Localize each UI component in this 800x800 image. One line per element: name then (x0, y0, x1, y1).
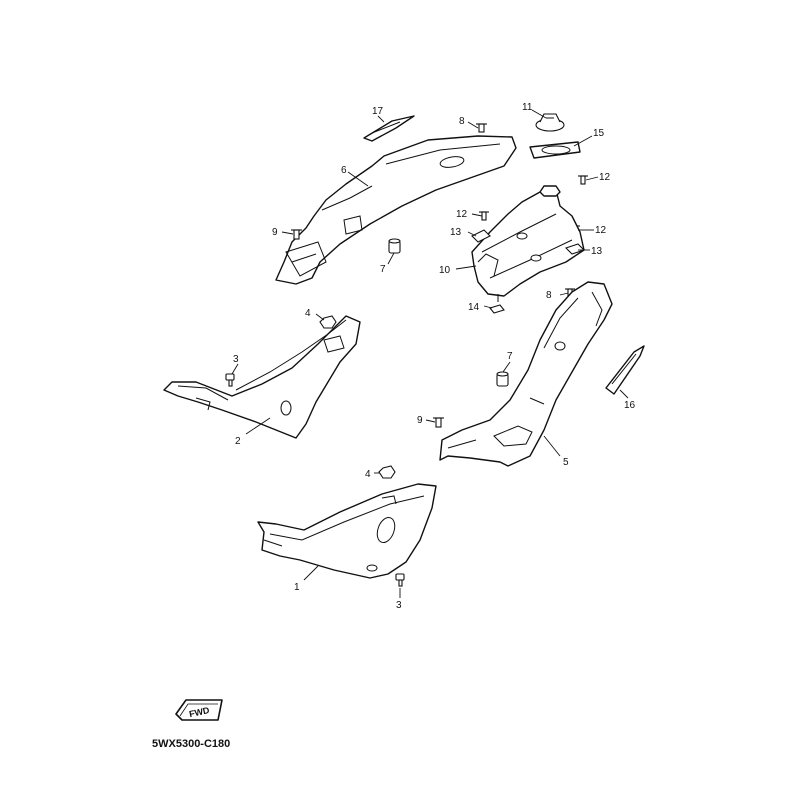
callout-13-a: 13 (450, 227, 462, 238)
part-5-rear-cowling-right (439, 281, 613, 467)
part-2-side-cover (163, 315, 361, 439)
callout-8-upper: 8 (459, 116, 465, 127)
callout-16: 16 (624, 400, 636, 411)
diagram-code: 5WX5300-C180 (152, 738, 231, 750)
callout-5: 5 (563, 457, 569, 468)
callout-4-upper: 4 (305, 308, 311, 319)
callout-12-a: 12 (599, 172, 611, 183)
part-12-screw-a (578, 175, 588, 185)
part-15-gasket (529, 141, 581, 159)
callout-4-lower: 4 (365, 469, 371, 480)
part-16-emblem (605, 345, 645, 395)
callout-3-lower: 3 (396, 600, 402, 611)
callout-8-lower: 8 (546, 290, 552, 301)
part-6-rear-cowling-left (275, 135, 517, 285)
part-11-cap (535, 113, 565, 132)
part-9-bolt-lower (433, 417, 444, 428)
part-10-fuel-tank (471, 185, 585, 302)
callout-1: 1 (294, 582, 300, 593)
callout-14: 14 (468, 302, 480, 313)
callout-7-upper: 7 (380, 264, 386, 275)
part-9-bolt-upper (291, 229, 302, 240)
leader-lines (231, 109, 629, 598)
part-4-nut-upper (319, 315, 337, 329)
fwd-label: FWD (188, 705, 211, 719)
part-17-emblem (363, 115, 415, 142)
callout-17: 17 (372, 106, 384, 117)
part-3-screw-lower (395, 573, 405, 587)
part-7-collar-lower (496, 371, 509, 387)
callout-9-upper: 9 (272, 227, 278, 238)
part-13-grommet-a (471, 229, 491, 243)
callout-10: 10 (439, 265, 451, 276)
callout-2: 2 (235, 436, 241, 447)
callout-9-lower: 9 (417, 415, 423, 426)
callout-7-lower: 7 (507, 351, 513, 362)
callout-3-upper: 3 (233, 354, 239, 365)
part-8-screw-upper (476, 123, 487, 133)
callout-6: 6 (341, 165, 347, 176)
callout-labels: 17 8 11 15 6 12 12 9 13 12 13 7 10 8 14 … (233, 102, 636, 611)
callout-12-c: 12 (595, 225, 607, 236)
callout-13-b: 13 (591, 246, 603, 257)
callout-12-b: 12 (456, 209, 468, 220)
fwd-arrow-badge: FWD (175, 699, 223, 721)
part-3-screw-upper (225, 373, 235, 387)
callout-15: 15 (593, 128, 605, 139)
part-14-clip (489, 304, 505, 314)
callout-11: 11 (522, 102, 533, 113)
part-1-lower-panel (257, 483, 437, 579)
part-4-nut-lower (378, 465, 396, 479)
part-7-collar-upper (388, 238, 401, 254)
